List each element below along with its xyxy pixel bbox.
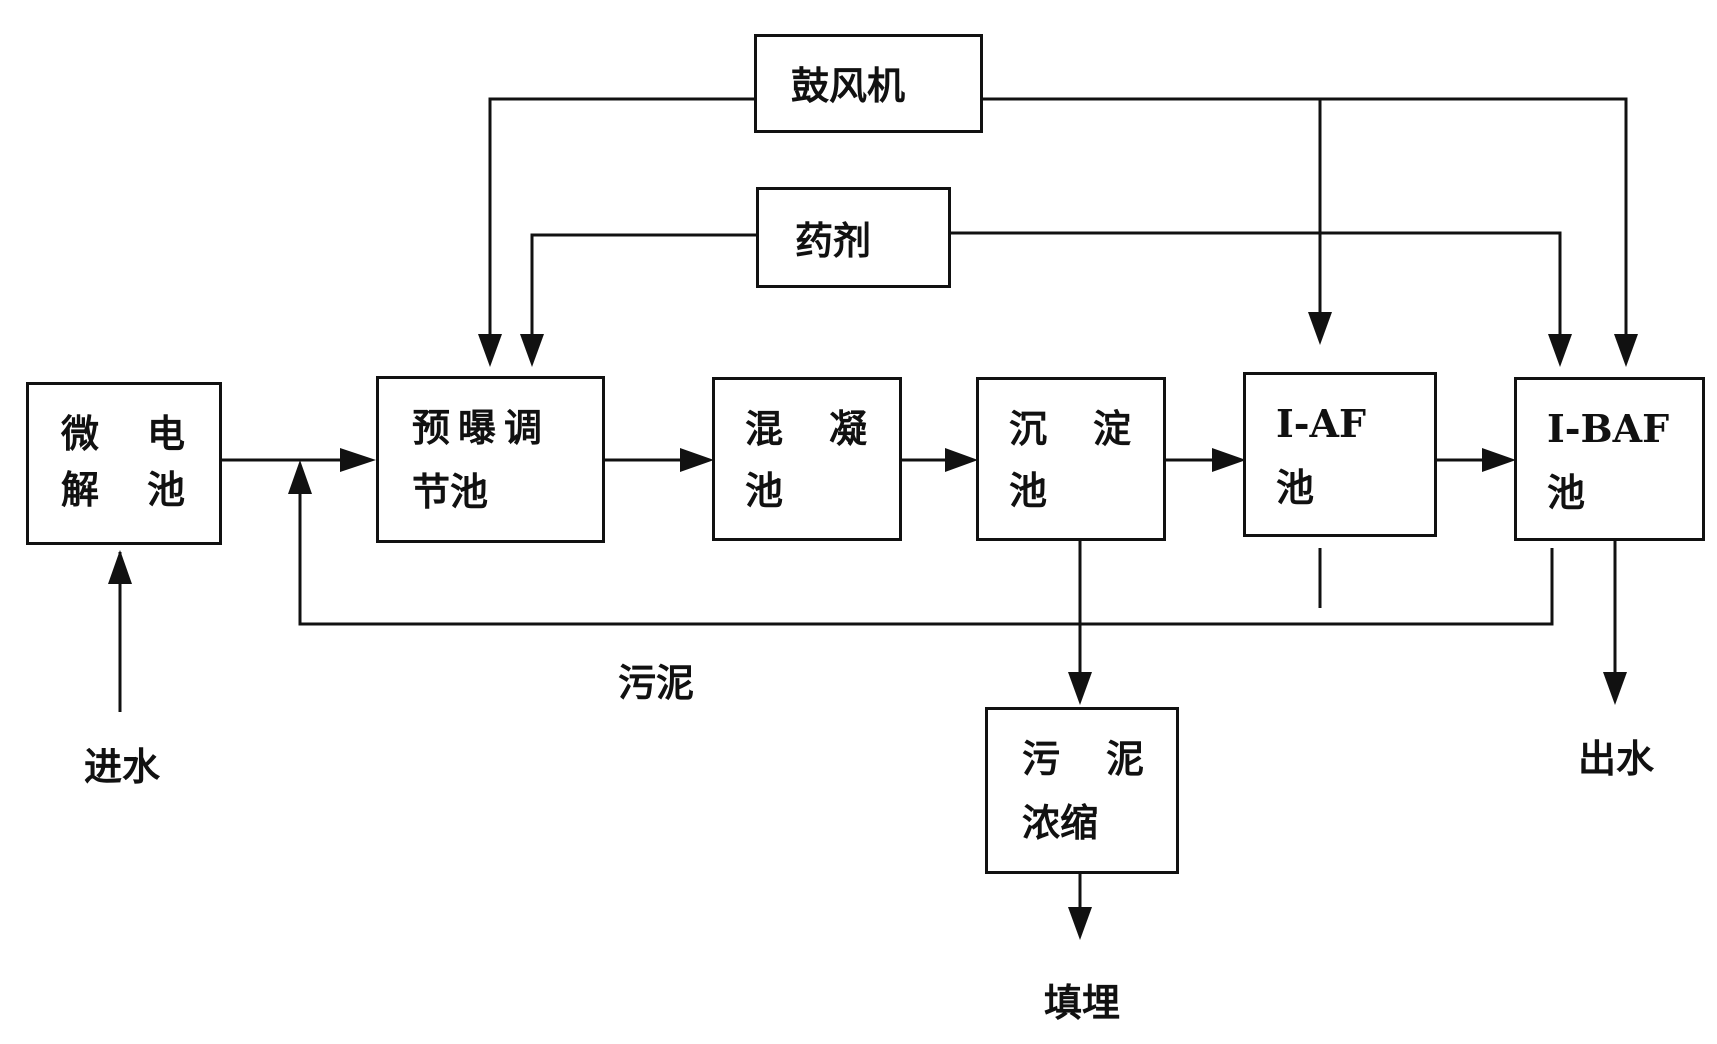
landfill-label: 填埋 bbox=[1044, 980, 1121, 1025]
sedimentation-tank: 沉 淀 池 bbox=[976, 377, 1166, 541]
micro-electrolysis-char-1: 微 bbox=[61, 411, 100, 456]
coagulation-char-2: 凝 bbox=[829, 406, 868, 451]
pre-aeration-equalization-tank: 预曝调 节池 bbox=[376, 376, 605, 543]
blower-left-arrowhead bbox=[478, 334, 502, 367]
chemicals-left-line bbox=[530, 233, 758, 340]
sedimentation-line-2: 池 bbox=[1009, 468, 1048, 513]
iaf-tank: I-AF 池 bbox=[1243, 372, 1437, 537]
chemicals-left-arrowhead bbox=[520, 334, 544, 367]
pre-aeration-line-1: 预曝调 bbox=[412, 405, 551, 450]
ibaf-line-2: 池 bbox=[1547, 470, 1586, 515]
chemicals-label: 药剂 bbox=[795, 218, 872, 263]
coagulation-char-1: 混 bbox=[745, 406, 784, 451]
chemicals-right-line bbox=[950, 231, 1562, 340]
sludge-return-line bbox=[298, 485, 1554, 626]
blower-right-line bbox=[981, 97, 1628, 340]
micro-electrolysis-char-3: 解 bbox=[61, 467, 100, 512]
pre-aeration-line-2: 节池 bbox=[412, 469, 489, 514]
sludge-thickening-box: 污 泥 浓缩 bbox=[985, 707, 1179, 874]
iaf-line-2: 池 bbox=[1276, 465, 1315, 510]
sludge-thickening-char-2: 泥 bbox=[1106, 736, 1145, 781]
sludge-down-arrowhead bbox=[1068, 672, 1092, 705]
blower-label: 鼓风机 bbox=[791, 63, 906, 108]
iaf-line-1: I-AF bbox=[1276, 401, 1367, 446]
landfill-arrowhead bbox=[1068, 907, 1092, 940]
outflow-arrowhead bbox=[1603, 672, 1627, 705]
blower-iaf-arrowhead bbox=[1308, 312, 1332, 345]
inflow-arrowhead bbox=[108, 550, 132, 584]
sludge-thickening-line-2: 浓缩 bbox=[1022, 800, 1099, 845]
arrowhead-1 bbox=[340, 448, 376, 472]
sedimentation-char-1: 沉 bbox=[1009, 406, 1048, 451]
micro-electrolysis-char-4: 池 bbox=[147, 467, 186, 512]
ibaf-tank: I-BAF 池 bbox=[1514, 377, 1705, 541]
arrowhead-2 bbox=[680, 448, 714, 472]
blower-box: 鼓风机 bbox=[754, 34, 983, 133]
arrowhead-5 bbox=[1482, 448, 1516, 472]
sedimentation-char-2: 淀 bbox=[1093, 406, 1132, 451]
blower-right-arrowhead bbox=[1614, 334, 1638, 367]
inflow-label: 进水 bbox=[84, 744, 161, 789]
ibaf-line-1: I-BAF bbox=[1547, 406, 1670, 451]
coagulation-line-2: 池 bbox=[745, 468, 784, 513]
chemicals-right-arrowhead bbox=[1548, 334, 1572, 367]
sludge-label: 污泥 bbox=[618, 660, 695, 705]
outflow-label: 出水 bbox=[1578, 736, 1655, 781]
coagulation-tank: 混 凝 池 bbox=[712, 377, 902, 541]
arrowhead-3 bbox=[945, 448, 978, 472]
sludge-thickening-char-1: 污 bbox=[1022, 736, 1061, 781]
chemicals-box: 药剂 bbox=[756, 187, 951, 288]
blower-left-line bbox=[488, 97, 756, 340]
micro-electrolysis-char-2: 电 bbox=[147, 411, 186, 456]
micro-electrolysis-tank: 微 电 解 池 bbox=[26, 382, 222, 545]
sludge-return-arrowhead bbox=[288, 460, 312, 494]
arrowhead-4 bbox=[1212, 448, 1246, 472]
